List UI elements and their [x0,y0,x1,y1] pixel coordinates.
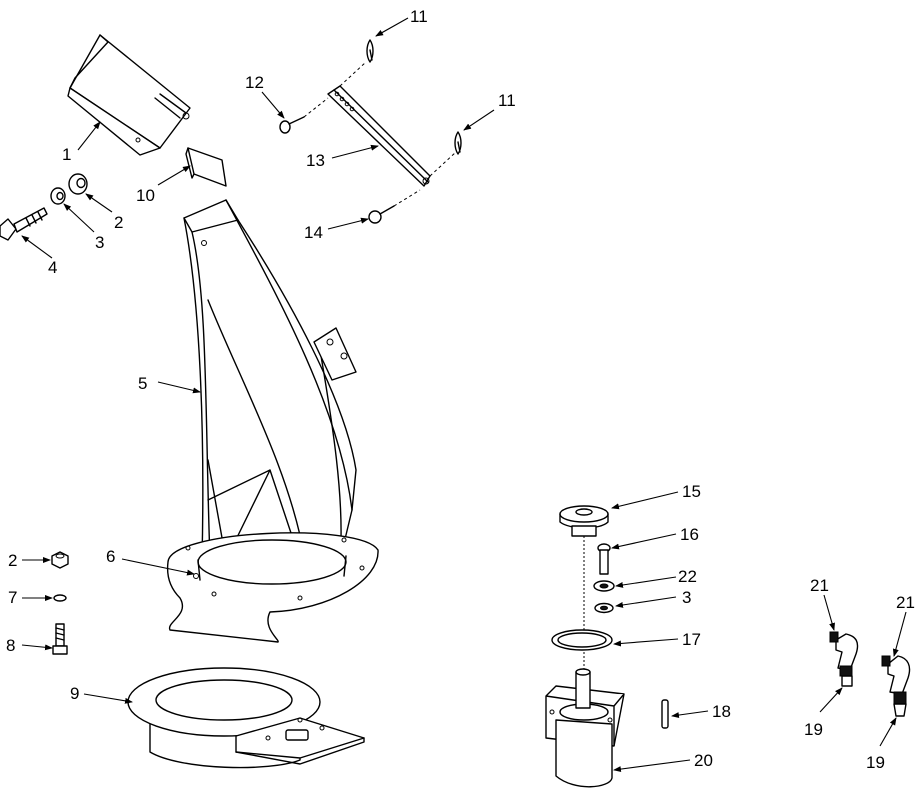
callout-15: 15 [682,482,701,501]
part-19-nipple-right [893,691,907,717]
part-10-strip [185,147,227,187]
part-22-washer [593,580,615,592]
callout-21-left: 21 [810,576,829,595]
callout-3-upper: 3 [95,233,104,252]
callout-12: 12 [245,73,264,92]
callout-22: 22 [678,567,697,586]
callout-8: 8 [6,636,15,655]
leader-lines [21,17,907,773]
callout-21-right: 21 [896,593,915,612]
callout-19-left: 19 [804,720,823,739]
callout-11-top: 11 [410,7,428,26]
part-14-pin [368,189,421,224]
part-3-washer-assembly [594,602,614,614]
callout-19-right: 19 [866,753,885,772]
callout-5: 5 [138,374,147,393]
part-21-elbow-left [829,631,859,671]
part-11-hairpin-right [454,131,462,155]
callout-17: 17 [682,630,701,649]
part-15-cap [559,505,609,537]
part-19-nipple-left [839,665,853,687]
part-21-elbow-right [881,655,911,695]
callout-1: 1 [62,145,71,164]
callout-11-right: 11 [498,91,516,110]
part-17-gasket [551,629,613,651]
part-13-rod [303,61,457,187]
callout-2-upper: 2 [114,213,123,232]
callout-14: 14 [304,223,323,242]
callout-2-lower: 2 [8,551,17,570]
part-16-bolt [597,543,611,575]
part-2-nut-small [51,551,69,569]
callout-18: 18 [712,702,731,721]
part-1-deflector [67,34,191,156]
part-2-nut [68,173,88,195]
callout-3-lower: 3 [682,588,691,607]
callout-4: 4 [48,258,57,277]
part-4-bolt [0,207,48,241]
part-7-lockwasher [53,594,67,602]
part-5-chute [183,199,357,566]
part-8-bolt-small [52,623,68,655]
part-20-motor [545,668,625,788]
callout-6: 6 [106,547,115,566]
callout-20: 20 [694,751,713,770]
callout-7: 7 [8,588,17,607]
callout-16: 16 [680,525,699,544]
part-11-hairpin-top [366,39,374,63]
part-9-ring-base [127,667,365,769]
part-3-washer [50,187,66,205]
part-12-pin [279,116,305,134]
callout-10: 10 [136,186,155,205]
part-6-base-plate [166,532,379,643]
part-18-key [661,699,669,729]
callout-9: 9 [70,684,79,703]
callout-13: 13 [306,151,325,170]
